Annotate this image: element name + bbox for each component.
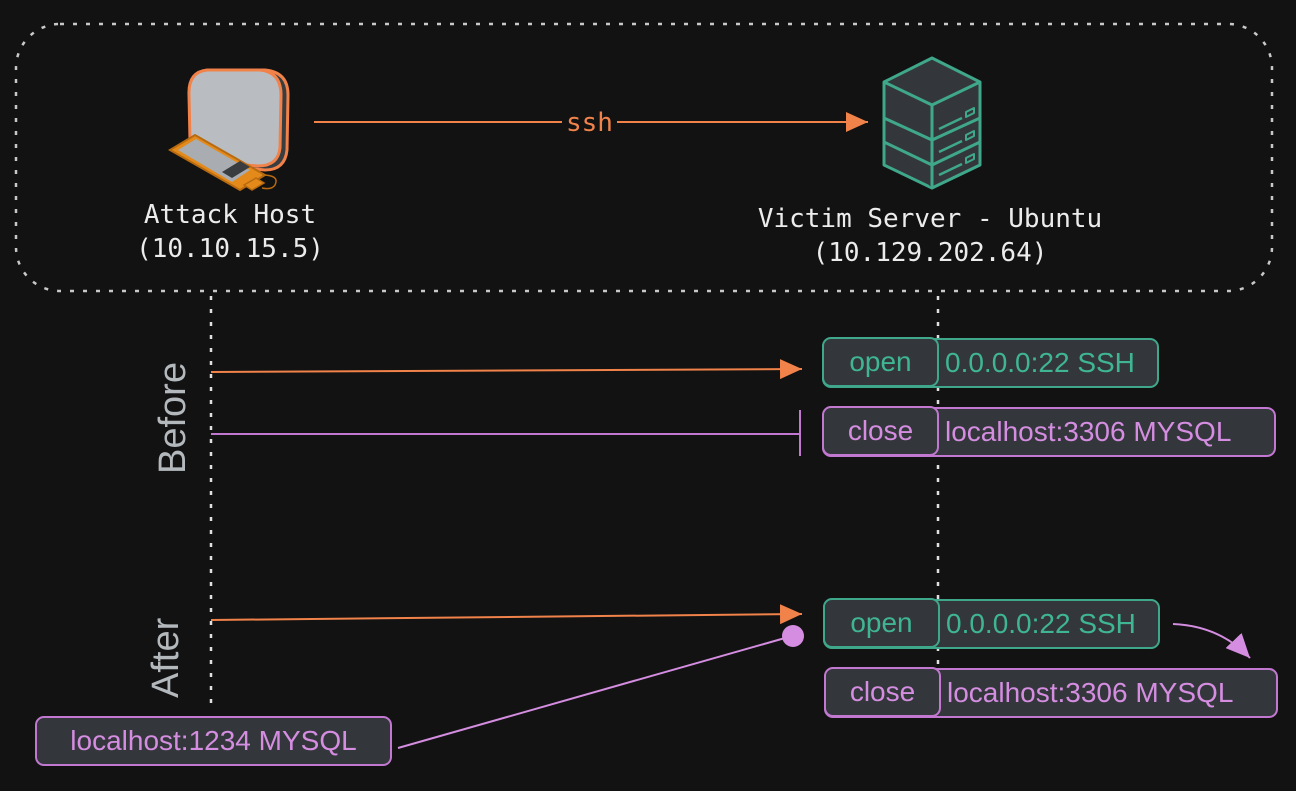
ssh-label: ssh bbox=[562, 106, 617, 140]
port-state-close: close bbox=[824, 667, 941, 717]
forward-arrow bbox=[1172, 623, 1251, 659]
port-state-open: open bbox=[823, 598, 940, 648]
server-stack-icon bbox=[882, 56, 982, 190]
network-group-box bbox=[14, 22, 1274, 293]
attack-host-name: Attack Host bbox=[143, 200, 317, 230]
port-state-close: close bbox=[822, 406, 939, 456]
attack-host-label: Attack Host (10.10.15.5) bbox=[110, 198, 350, 266]
port-state-open: open bbox=[822, 337, 939, 387]
tunnel-endpoint-dot bbox=[782, 625, 804, 647]
victim-label: Victim Server - Ubuntu (10.129.202.64) bbox=[700, 202, 1160, 270]
victim-ip: (10.129.202.64) bbox=[812, 238, 1048, 268]
port-address: localhost:3306 MYSQL bbox=[947, 677, 1234, 708]
port-address: 0.0.0.0:22 SSH bbox=[945, 347, 1135, 378]
local-forward-port: localhost:1234 MYSQL bbox=[35, 716, 392, 766]
after-mysql-port: close localhost:3306 MYSQL bbox=[824, 667, 1278, 718]
before-ssh-port: open 0.0.0.0:22 SSH bbox=[822, 337, 1159, 388]
victim-name: Victim Server - Ubuntu bbox=[757, 204, 1103, 234]
port-address: localhost:1234 MYSQL bbox=[70, 725, 357, 756]
port-address: localhost:3306 MYSQL bbox=[945, 416, 1232, 447]
attack-host-ip: (10.10.15.5) bbox=[136, 234, 324, 264]
after-ssh-port: open 0.0.0.0:22 SSH bbox=[823, 598, 1160, 649]
computer-icon bbox=[168, 68, 290, 192]
port-address: 0.0.0.0:22 SSH bbox=[946, 608, 1136, 639]
phase-after-label: After bbox=[145, 617, 187, 698]
phase-before-label: Before bbox=[152, 362, 194, 474]
tunnel-line bbox=[397, 635, 793, 749]
before-mysql-port: close localhost:3306 MYSQL bbox=[822, 406, 1276, 457]
after-ssh-arrow bbox=[210, 604, 803, 625]
before-ssh-arrow bbox=[210, 359, 803, 380]
